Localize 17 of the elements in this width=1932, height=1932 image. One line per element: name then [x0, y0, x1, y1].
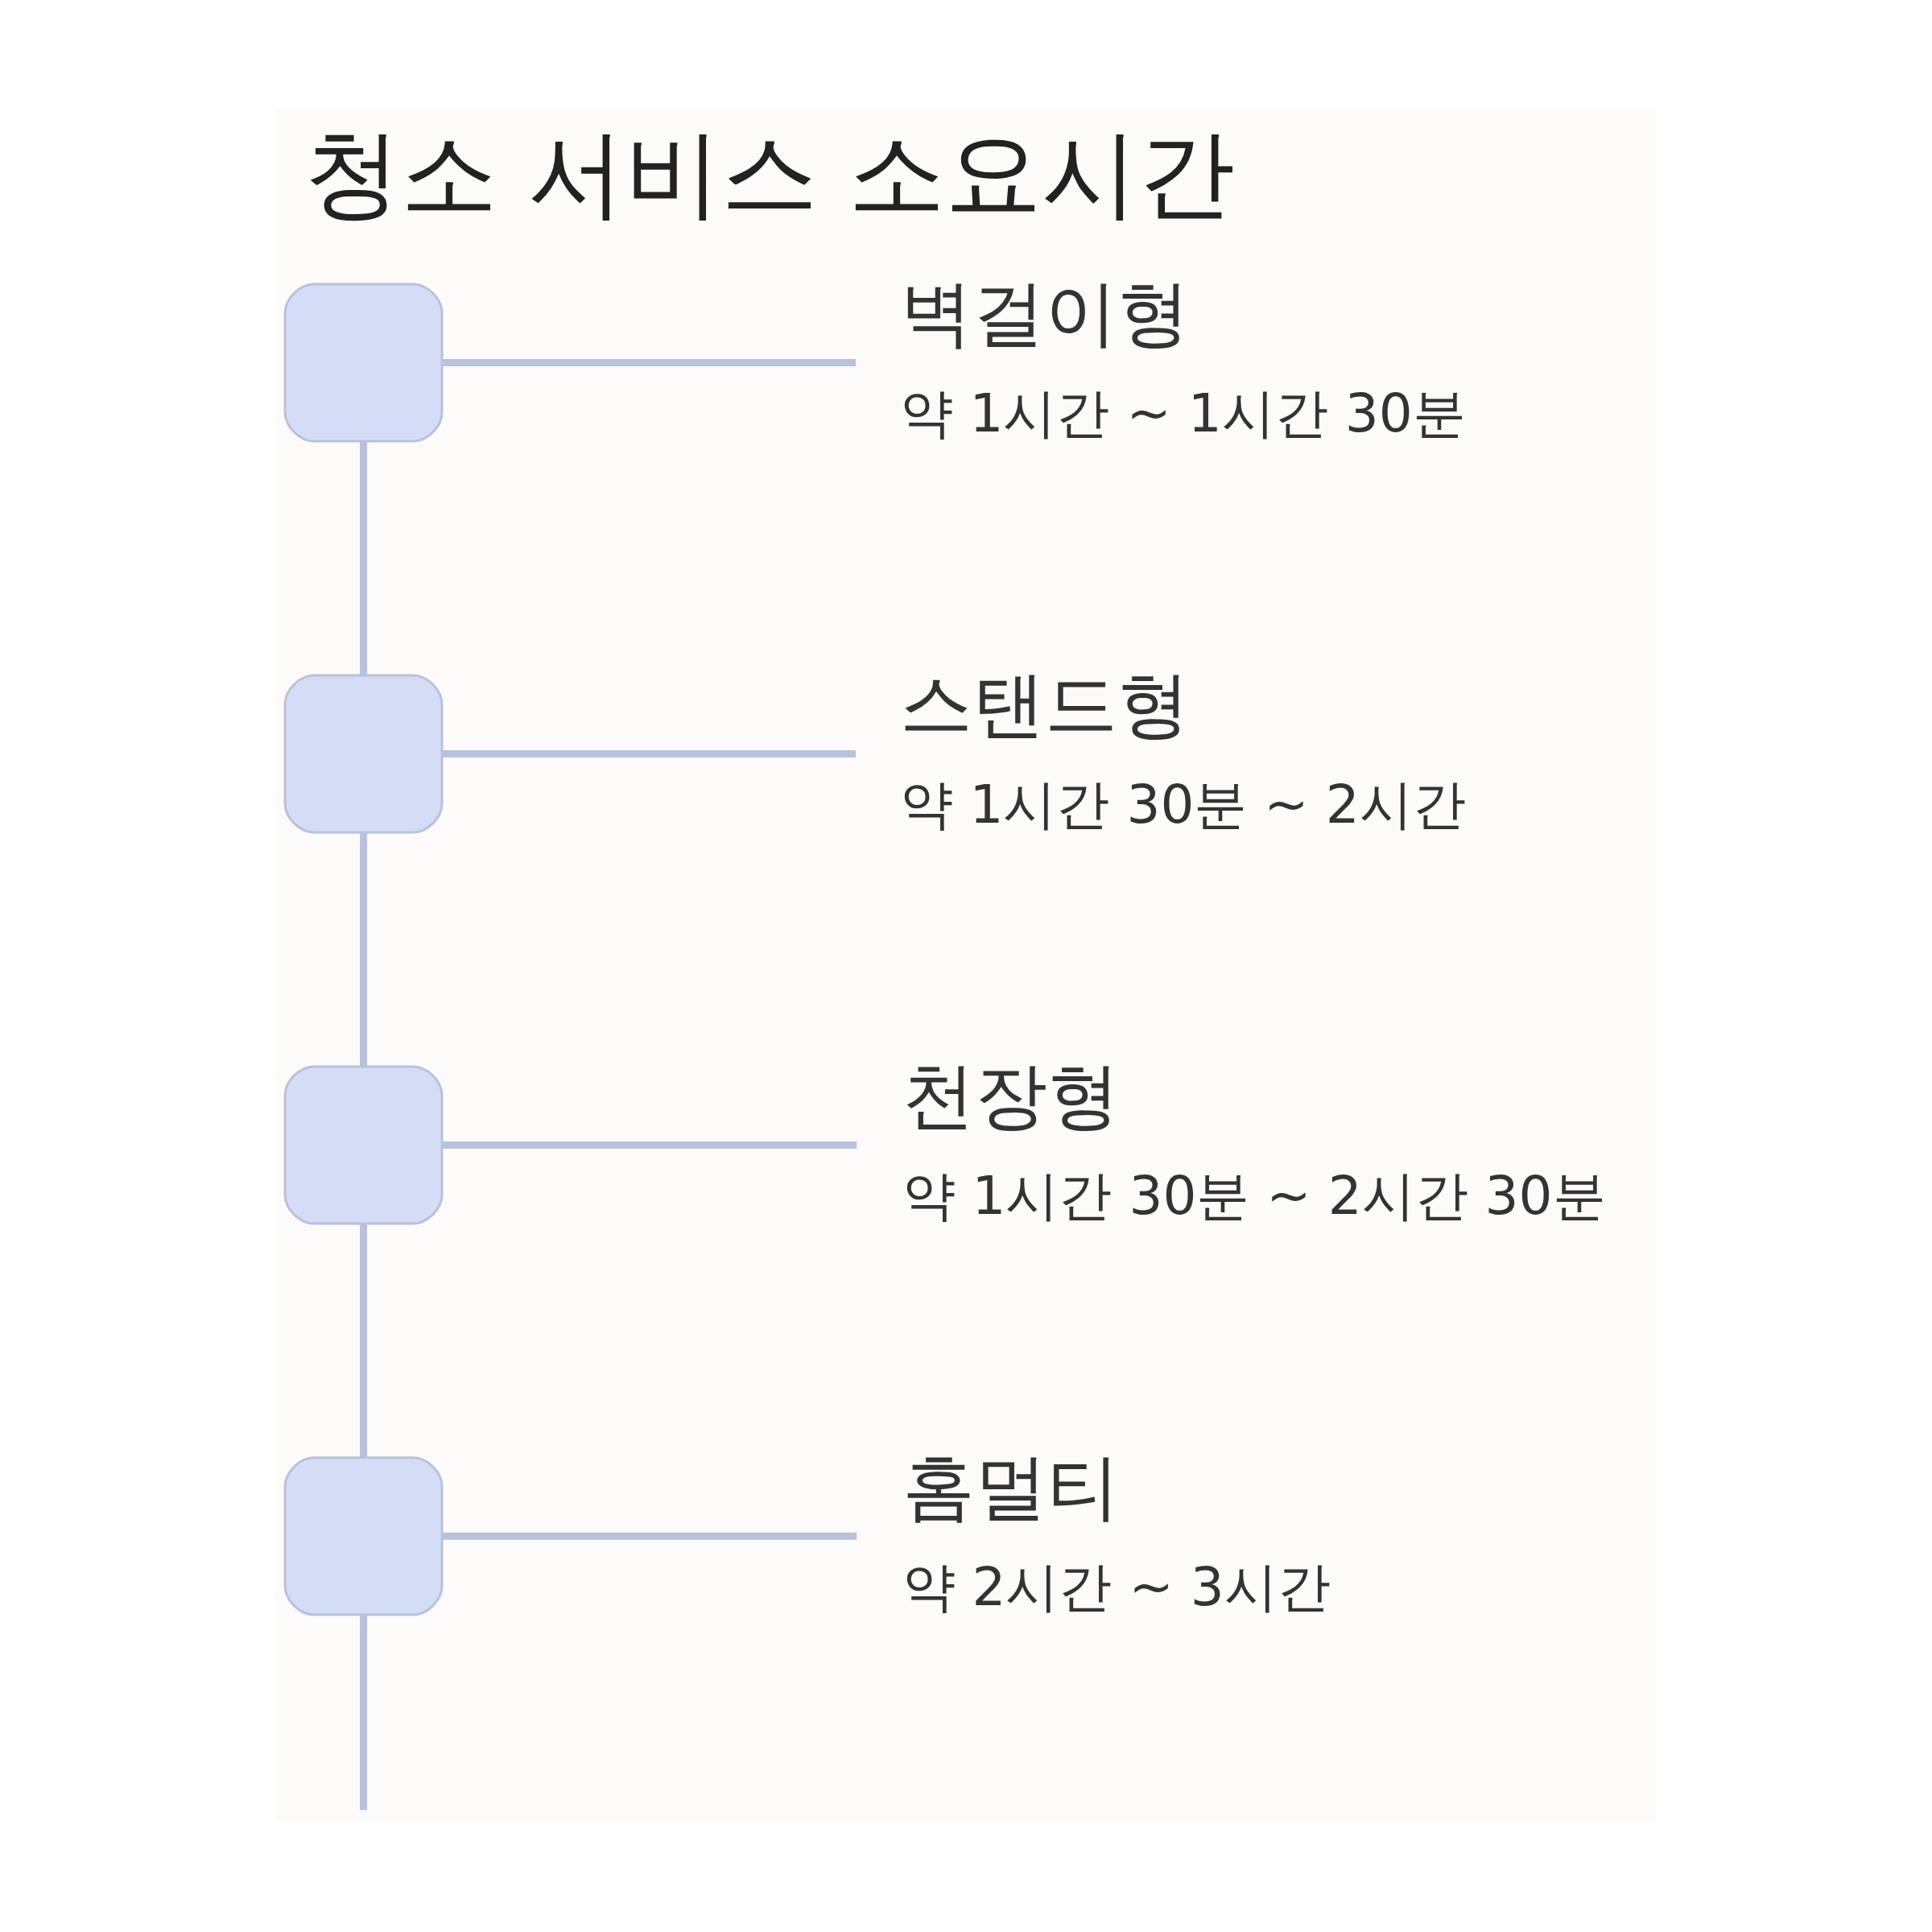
connector: [360, 1615, 368, 1810]
node-text: 홈멀티 약 2시간 ~ 3시간: [902, 1444, 1331, 1619]
connector: [442, 1141, 857, 1149]
connector: [360, 1224, 368, 1458]
node-text: 스탠드형 약 1시간 30분 ~ 2시간: [899, 662, 1466, 836]
diagram-title: 청소 서비스 소요시간: [304, 117, 1236, 229]
connector: [360, 441, 368, 675]
node-box: [283, 1065, 444, 1225]
node-box: [283, 1456, 444, 1616]
connector: [442, 1532, 857, 1540]
node-box: [283, 283, 444, 443]
connector: [442, 749, 856, 758]
node-box: [283, 674, 444, 834]
connector: [442, 359, 856, 366]
node-text: 천장형 약 1시간 30분 ~ 2시간 30분: [902, 1053, 1606, 1228]
connector: [360, 832, 368, 1067]
node-text: 벽걸이형 약 1시간 ~ 1시간 30분: [899, 270, 1466, 445]
